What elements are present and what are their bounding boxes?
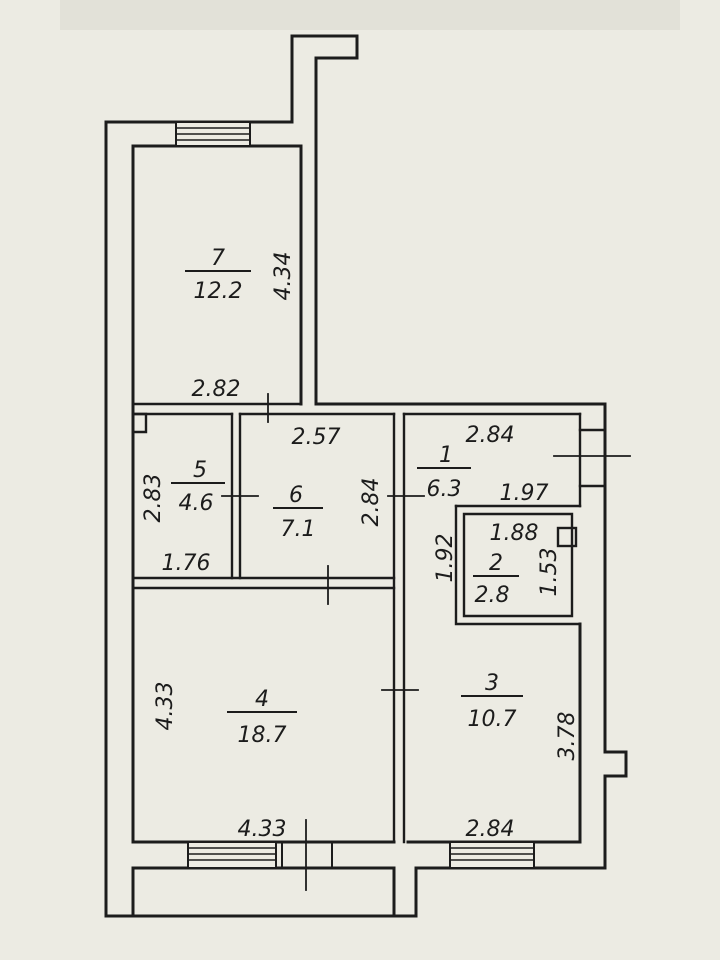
room-number: 6 bbox=[289, 483, 303, 508]
room-area: 2.8 bbox=[475, 583, 510, 608]
dim-room5-width: 1.76 bbox=[162, 551, 211, 576]
dim-room2-height-right: 1.53 bbox=[537, 548, 562, 597]
dim-room7-width: 2.82 bbox=[192, 377, 241, 402]
dim-room1-width: 2.84 bbox=[466, 423, 515, 448]
room-number: 5 bbox=[193, 458, 207, 483]
room-number: 3 bbox=[485, 671, 499, 696]
dim-room5-height: 2.83 bbox=[141, 474, 166, 523]
room-area: 7.1 bbox=[281, 517, 316, 542]
room-6: 6 7.1 bbox=[273, 483, 323, 542]
dim-room3-width: 2.84 bbox=[466, 817, 515, 842]
dim-room6-width: 2.57 bbox=[292, 425, 341, 450]
door-marks bbox=[221, 393, 631, 891]
outer-walls bbox=[104, 34, 628, 918]
window-room-4 bbox=[187, 841, 333, 869]
room-number: 7 bbox=[211, 246, 225, 271]
room-number: 4 bbox=[255, 687, 269, 712]
room-1: 1 6.3 bbox=[417, 443, 471, 502]
dimensions: 2.82 4.34 2.57 2.84 2.83 1.76 2.84 1.97 … bbox=[141, 252, 580, 842]
room-5: 5 4.6 bbox=[171, 458, 225, 516]
window-room-3 bbox=[449, 841, 535, 869]
background-stain bbox=[60, 0, 680, 30]
dim-room6-height: 2.84 bbox=[359, 478, 384, 527]
room-area: 10.7 bbox=[468, 707, 517, 732]
window-top bbox=[175, 121, 251, 147]
dim-room4-width: 4.33 bbox=[238, 817, 287, 842]
room-2: 2 2.8 bbox=[473, 551, 519, 608]
room-4: 4 18.7 bbox=[227, 687, 297, 748]
room-area: 4.6 bbox=[179, 491, 214, 516]
room-area: 18.7 bbox=[238, 723, 287, 748]
dim-room7-height: 4.34 bbox=[271, 252, 296, 301]
room-area: 12.2 bbox=[194, 279, 243, 304]
dim-room1-inner: 1.97 bbox=[500, 481, 549, 506]
dim-room4-height: 4.33 bbox=[153, 682, 178, 731]
room-3: 3 10.7 bbox=[461, 671, 523, 732]
room-area: 6.3 bbox=[427, 477, 462, 502]
room-number: 1 bbox=[439, 443, 453, 468]
room-number: 2 bbox=[489, 551, 503, 576]
dim-room2-width: 1.88 bbox=[490, 521, 539, 546]
dim-room2-height-left: 1.92 bbox=[433, 534, 458, 583]
interior-walls bbox=[131, 402, 607, 844]
dim-room3-height: 3.78 bbox=[555, 712, 580, 761]
room-7: 7 12.2 bbox=[185, 246, 251, 304]
